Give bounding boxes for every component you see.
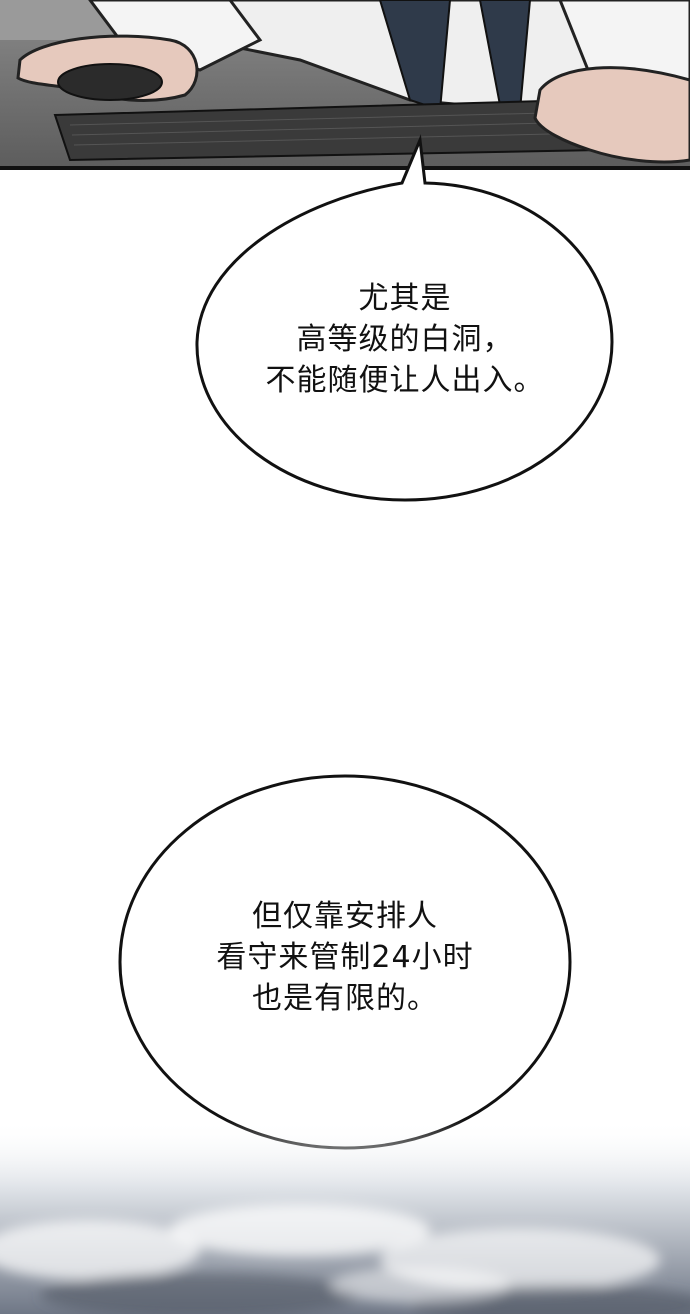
desk-illustration — [0, 0, 690, 170]
dialogue-line: 高等级的白洞， — [296, 322, 514, 357]
dialogue-text-1: 尤其是 高等级的白洞， 不能随便让人出入。 — [220, 278, 590, 401]
dialogue-line: 但仅靠安排人 — [252, 899, 438, 934]
dialogue-line: 不能随便让人出入。 — [265, 363, 545, 398]
dialogue-line: 尤其是 — [358, 281, 452, 316]
mouse — [57, 63, 163, 101]
dialogue-line: 看守来管制24小时 — [216, 940, 474, 975]
dialogue-text-2: 但仅靠安排人 看守来管制24小时 也是有限的。 — [150, 896, 540, 1019]
mist-background — [0, 1120, 690, 1314]
left-sleeve — [88, 0, 263, 72]
dialogue-line: 也是有限的。 — [252, 981, 438, 1016]
mist-clouds — [0, 1204, 690, 1314]
office-panel — [0, 0, 690, 170]
